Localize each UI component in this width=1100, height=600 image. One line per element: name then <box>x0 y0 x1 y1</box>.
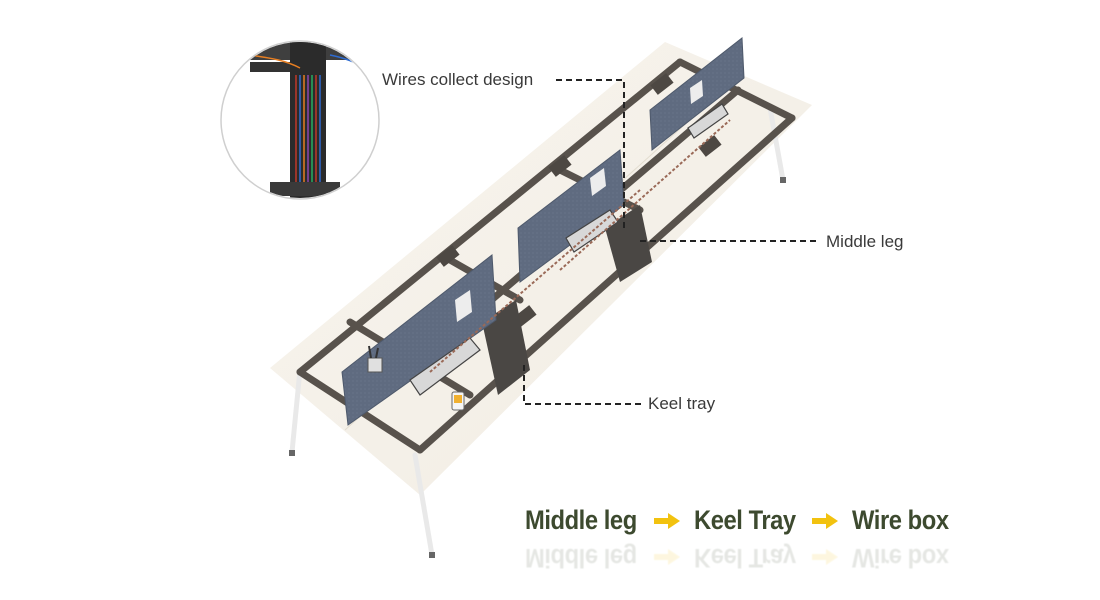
desk-leg <box>289 105 786 558</box>
phone <box>451 391 465 411</box>
process-flow: Middle leg Keel Tray Wire box <box>525 500 961 540</box>
pen-holder <box>367 345 383 373</box>
callout-leader <box>523 79 818 405</box>
leg-foot <box>289 177 786 558</box>
arrow-right-icon <box>654 513 681 529</box>
zoom-inset <box>220 40 380 200</box>
flow-step-keel-tray: Keel Tray <box>694 504 796 535</box>
callout-keel-tray: Keel tray <box>648 394 716 413</box>
flow-step-wire-box: Wire box <box>851 504 949 535</box>
middle-leg <box>482 205 652 395</box>
arrow-right-icon <box>811 513 838 529</box>
callout-wires-collect: Wires collect design <box>382 70 534 89</box>
callout-middle-leg: Middle leg <box>826 232 904 251</box>
paper-note <box>455 80 703 322</box>
flow-step-middle-leg: Middle leg <box>525 504 637 535</box>
keel-tray <box>429 119 731 373</box>
